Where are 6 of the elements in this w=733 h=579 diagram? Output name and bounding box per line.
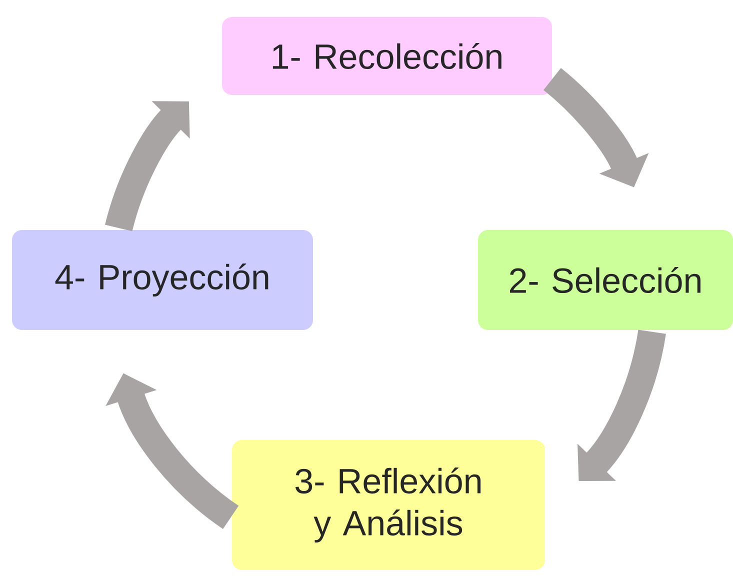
step-box: 2- Selección xyxy=(478,230,733,330)
step-box: 3- Reflexión y Análisis xyxy=(232,440,545,570)
cycle-arrow xyxy=(105,101,190,232)
step-box: 4- Proyección xyxy=(12,230,313,330)
step-box: 1- Recolección xyxy=(222,17,552,95)
cycle-arrow xyxy=(578,329,666,481)
